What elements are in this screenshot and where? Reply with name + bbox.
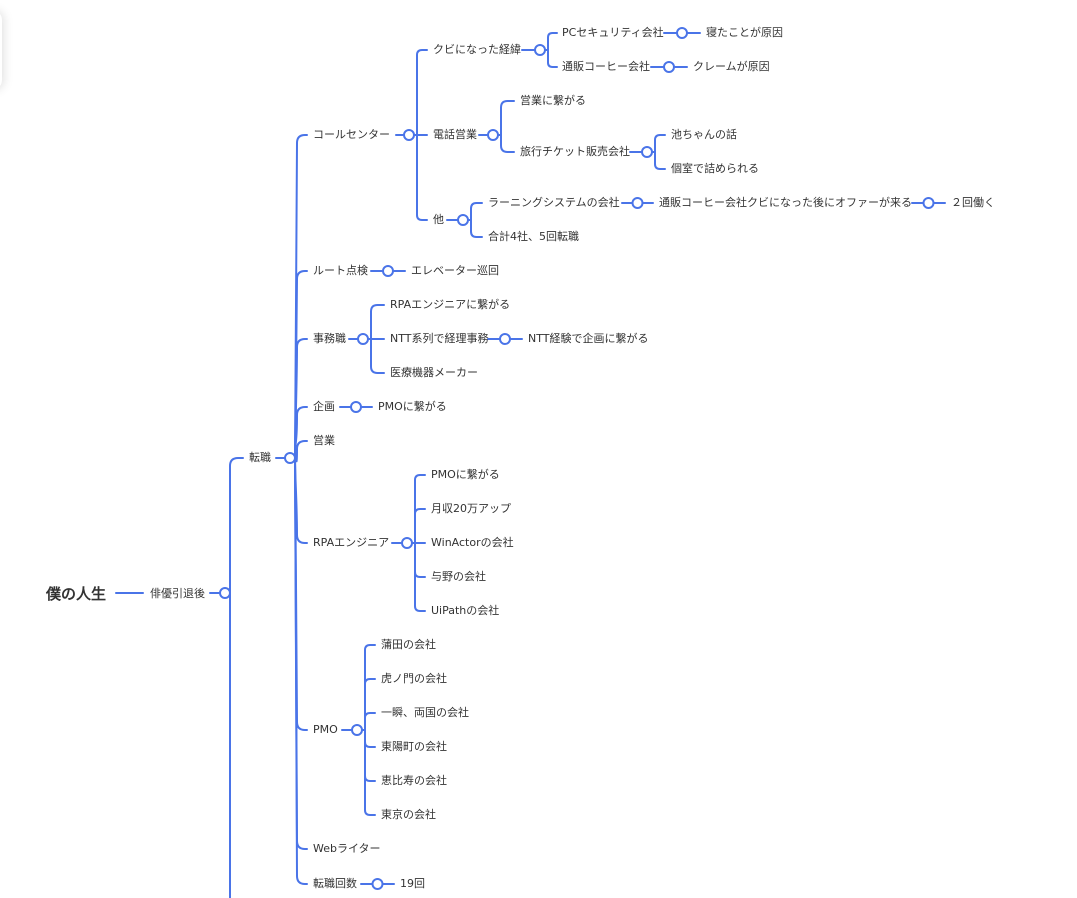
call-center-toggle[interactable] — [403, 129, 415, 141]
topic-eigyo[interactable]: 営業 — [313, 434, 335, 447]
topic-rpa-pmo-link[interactable]: PMOに繋がる — [431, 468, 500, 481]
topic-ntt-link[interactable]: NTT経験で企画に繋がる — [528, 332, 649, 345]
topic-salary[interactable]: 月収20万アップ — [431, 502, 511, 515]
connector-line — [294, 457, 308, 544]
connector-line — [364, 729, 376, 782]
topic-rpa[interactable]: RPAエンジニア — [313, 536, 390, 549]
kubi-toggle[interactable] — [534, 44, 546, 56]
connector-line — [414, 542, 426, 612]
rpa-toggle[interactable] — [401, 537, 413, 549]
topic-call-center[interactable]: コールセンター — [313, 128, 390, 141]
connector-line — [229, 457, 244, 594]
collapse-toggle[interactable] — [922, 197, 935, 209]
connector-line — [364, 729, 376, 748]
topic-eigyo-link[interactable]: 営業に繋がる — [520, 94, 586, 107]
pmo-toggle[interactable] — [351, 724, 363, 736]
topic-tenshoku[interactable]: 転職 — [249, 451, 271, 464]
connector-line — [416, 49, 428, 136]
topic-toranomon[interactable]: 虎ノ門の会社 — [381, 672, 447, 685]
topic-denwa[interactable]: 電話営業 — [433, 128, 477, 141]
topic-koshitsu[interactable]: 個室で詰められる — [671, 162, 759, 175]
connector-line — [416, 134, 428, 221]
topic-kikaku[interactable]: 企画 — [313, 400, 335, 413]
topic-count-value[interactable]: 19回 — [400, 877, 425, 890]
topic-tsuhan[interactable]: 通販コーヒー会社 — [562, 60, 650, 73]
connector-line — [547, 49, 558, 68]
connector-line — [294, 440, 308, 463]
connector-line — [364, 712, 376, 731]
topic-pmo[interactable]: PMO — [313, 723, 338, 736]
connector-line — [470, 202, 483, 221]
connector-line — [414, 542, 426, 578]
topic-pc-security[interactable]: PCセキュリティ会社 — [562, 26, 664, 39]
topic-kubi[interactable]: クビになった経緯 — [433, 43, 521, 56]
side-panel-edge — [0, 10, 2, 90]
connector-line — [654, 134, 666, 153]
connector-line — [470, 219, 483, 238]
topic-ryoko[interactable]: 旅行チケット販売会社 — [520, 145, 630, 158]
topic-kikaku-pmo-link[interactable]: PMOに繋がる — [378, 400, 447, 413]
topic-twice[interactable]: ２回働く — [951, 196, 995, 209]
collapse-toggle[interactable] — [499, 333, 511, 345]
topic-other[interactable]: 他 — [433, 213, 444, 226]
topic-ryogoku[interactable]: 一瞬、両国の会社 — [381, 706, 469, 719]
topic-route[interactable]: ルート点検 — [313, 264, 368, 277]
topic-elevator[interactable]: エレベーター巡回 — [411, 264, 499, 277]
topic-rpa-link[interactable]: RPAエンジニアに繋がる — [390, 298, 511, 311]
collapse-toggle[interactable] — [371, 878, 384, 890]
connector-line — [414, 474, 426, 544]
connector-line — [654, 151, 666, 170]
topic-web-writer[interactable]: Webライター — [313, 842, 381, 855]
topic-total[interactable]: 合計4社、5回転職 — [488, 230, 579, 243]
topic-ebisu[interactable]: 恵比寿の会社 — [381, 774, 447, 787]
denwa-toggle[interactable] — [487, 129, 499, 141]
collapse-toggle[interactable] — [663, 61, 675, 73]
topic-tokyo[interactable]: 東京の会社 — [381, 808, 436, 821]
other-toggle[interactable] — [457, 214, 469, 226]
topic-jimu[interactable]: 事務職 — [313, 332, 346, 345]
connector-line — [294, 406, 308, 459]
topic-kamata[interactable]: 蒲田の会社 — [381, 638, 436, 651]
collapse-toggle[interactable] — [631, 197, 644, 209]
connector-line — [547, 32, 558, 51]
connector-line — [364, 644, 376, 731]
collapse-toggle[interactable] — [350, 401, 362, 413]
topic-offer[interactable]: 通販コーヒー会社クビになった後にオファーが来る — [659, 196, 912, 209]
connector-line — [500, 100, 515, 136]
jimu-toggle[interactable] — [357, 333, 369, 345]
ryoko-toggle[interactable] — [641, 146, 653, 158]
topic-ike[interactable]: 池ちゃんの話 — [671, 128, 737, 141]
topic-tsuhan-reason[interactable]: クレームが原因 — [693, 60, 770, 73]
tenshoku-toggle[interactable] — [284, 452, 296, 464]
collapse-toggle[interactable] — [382, 265, 394, 277]
connector-line — [294, 457, 308, 885]
connector-line — [294, 338, 308, 459]
connector-line — [364, 729, 376, 816]
topic-uipath[interactable]: UiPathの会社 — [431, 604, 500, 617]
topic-haiyu[interactable]: 俳優引退後 — [150, 587, 205, 600]
connector-line — [370, 338, 385, 374]
topic-count[interactable]: 転職回数 — [313, 877, 357, 890]
topic-learning[interactable]: ラーニングシステムの会社 — [488, 196, 620, 209]
topic-toyocho[interactable]: 東陽町の会社 — [381, 740, 447, 753]
connector-line — [370, 304, 385, 340]
topic-ntt[interactable]: NTT系列で経理事務 — [390, 332, 489, 345]
root-topic[interactable]: 僕の人生 — [46, 585, 107, 603]
topic-yono[interactable]: 与野の会社 — [431, 570, 486, 583]
connector-line — [414, 508, 426, 544]
connector-line — [500, 134, 515, 153]
connector-line — [364, 678, 376, 731]
haiyu-toggle[interactable] — [219, 587, 231, 599]
topic-winactor[interactable]: WinActorの会社 — [431, 536, 514, 549]
topic-pc-reason[interactable]: 寝たことが原因 — [706, 26, 783, 39]
collapse-toggle[interactable] — [676, 27, 688, 39]
topic-iryo[interactable]: 医療機器メーカー — [390, 366, 478, 379]
